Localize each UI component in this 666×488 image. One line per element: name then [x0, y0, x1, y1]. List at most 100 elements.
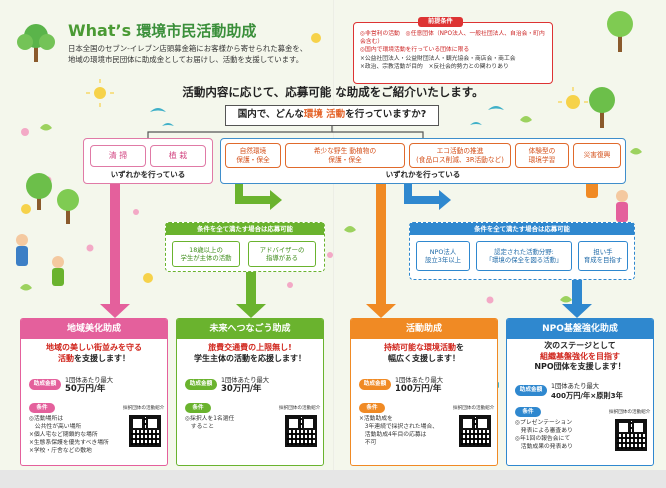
- lead-tail: を支援します！: [74, 353, 130, 363]
- panel-lead: 次のステージとして 組織基盤強化を目指す NPO団体を支援します！: [513, 341, 647, 373]
- conditions-label: 条件: [185, 403, 211, 413]
- lead-tail: を応援します！: [250, 353, 306, 363]
- amount-text: 1団体あたり最大 30万円/年: [221, 376, 269, 394]
- panel-title: 地域美化助成: [21, 319, 167, 339]
- condition-box-students: 条件を全て満たす場合は応募可能 18歳以上の 学生が主体の活動 アドバイザーの …: [165, 222, 325, 272]
- page-title: What’s 環境市民活動助成: [68, 20, 256, 41]
- title-en: What’s: [68, 21, 132, 40]
- amount-line-1: 1団体あたり最大: [551, 383, 600, 390]
- category-wildlife-protection: 希少な野生 動植物の 保護・保全: [285, 143, 405, 168]
- category-cleaning: 清 掃: [90, 145, 146, 167]
- condition-line: 活動成果の発表あり: [515, 444, 573, 450]
- amount-label: 助成金額: [29, 379, 61, 390]
- panel-lead: 旅費交通費の上限無し! 学生主体の活動を応援します！: [183, 343, 317, 364]
- condition-npo-3years: NPO法人 設立3年以上: [416, 241, 470, 271]
- conditions-label: 条件: [29, 403, 55, 413]
- panel-lead: 持続可能な環境活動を 幅広く支援します！: [357, 343, 491, 364]
- qr-code[interactable]: [285, 415, 317, 447]
- question-accent: 環境 活動: [303, 109, 346, 120]
- condition-line: すること: [185, 424, 214, 430]
- panel-lead: 地域の美しい街並みを守る 活動を支援します！: [27, 343, 161, 364]
- category-experiential-learning: 体験型の 環境学習: [515, 143, 569, 168]
- lead-highlight: 旅費交通費の上限無し!: [208, 343, 292, 352]
- condition-leader-training: 担い手 育成を目指す: [578, 241, 628, 271]
- amount-label: 助成金額: [359, 379, 391, 390]
- qr-code[interactable]: [459, 415, 491, 447]
- lead-highlight-2: 学生主体の活動: [194, 353, 250, 363]
- condition-line: 3年連続で採択された場合、: [359, 424, 439, 430]
- qr-label: 採択団体の活動紹介: [279, 406, 321, 411]
- right-group-label: いずれかを行っている: [385, 170, 461, 179]
- panel-npo-capacity: NPO基盤強化助成 次のステージとして 組織基盤強化を目指す NPO団体を支援し…: [506, 318, 654, 466]
- amount-line-1: 1団体あたり最大: [65, 377, 114, 384]
- condition-line: ◎採択人を1名選任: [185, 416, 235, 422]
- lead-tail: NPO団体を支援します！: [534, 362, 626, 371]
- condition-line: ◎年1回の報告会にて: [515, 436, 571, 442]
- condition-title-students: 条件を全て満たす場合は応募可能: [166, 223, 324, 235]
- condition-line: 活動助成4年目の応募は: [359, 432, 427, 438]
- conditions-text: ◎活動場所は 公共性が高い場所 ×個人宅など閉鎖的な場所 ×生態系保護を優先すべ…: [29, 415, 115, 455]
- amount-text: 1団体あたり最大 400万円/年×原則3年: [551, 382, 623, 400]
- qr-code[interactable]: [615, 419, 647, 451]
- condition-title-npo: 条件を全て満たす場合は応募可能: [410, 223, 634, 235]
- condition-student-activity: 18歳以上の 学生が主体の活動: [172, 241, 240, 267]
- amount-label: 助成金額: [185, 379, 217, 390]
- header-description: 日本全国のセブン-イレブン店頭募金箱にお客様から寄せられた募金を、 地域の環境市…: [68, 43, 348, 65]
- header: What’s 環境市民活動助成 日本全国のセブン-イレブン店頭募金箱にお客様から…: [0, 0, 666, 82]
- bottom-band: [0, 470, 666, 488]
- panel-title: 未来へつなごう助成: [177, 319, 323, 339]
- tagline: 活動内容に応じて、応募可能 な助成をご紹介いたします。: [182, 85, 484, 99]
- page-fold: [333, 0, 335, 488]
- prereq-line-4: ×政治、宗教活動が目的 ×反社会的勢力との関わりあり: [360, 63, 509, 70]
- conditions-text: ×活動助成を 3年連続で採択された場合、 活動助成4年目の応募は 不可: [359, 415, 445, 447]
- amount-text: 1団体あたり最大 50万円/年: [65, 376, 113, 394]
- category-disaster-recovery: 災害復興: [573, 143, 621, 168]
- category-nature-conservation: 自然環境 保護・保全: [225, 143, 281, 168]
- amount-line-1: 1団体あたり最大: [395, 377, 444, 384]
- prerequisite-title: 前提条件: [418, 17, 463, 28]
- panel-future-connect: 未来へつなごう助成 旅費交通費の上限無し! 学生主体の活動を応援します！ 助成金…: [176, 318, 324, 466]
- amount-value: 50万円/年: [65, 384, 106, 394]
- amount-label: 助成金額: [515, 385, 547, 396]
- question-pre: 国内で、どんな: [237, 109, 304, 120]
- desc-line-2: 地域の環境市民団体に助成金としてお届けし、活動を支援しています。: [68, 55, 304, 64]
- qr-label: 採択団体の活動紹介: [609, 410, 651, 415]
- lead-highlight: 地域の美しい街並みを守る: [46, 343, 142, 352]
- lead-tail: 幅広く支援します！: [388, 353, 460, 363]
- panel-title: NPO基盤強化助成: [507, 319, 653, 339]
- qr-label: 採択団体の活動紹介: [453, 406, 495, 411]
- prereq-line-1: ◎非営利の活動 ◎任意団体（NPO法人、一般社団法人、自治会・町内会含む）: [360, 31, 545, 46]
- panel-title: 活動助成: [351, 319, 497, 339]
- conditions-label: 条件: [515, 407, 541, 417]
- right-category-group: 自然環境 保護・保全 希少な野生 動植物の 保護・保全 エコ活動の推進 (食品ロ…: [220, 138, 626, 184]
- condition-line: ×学校・庁舎などの敷地: [29, 448, 92, 454]
- category-eco-activities: エコ活動の推進 (食品ロス削減、3R活動など): [409, 143, 511, 168]
- category-planting: 植 栽: [150, 145, 206, 167]
- condition-box-npo: 条件を全て満たす場合は応募可能 NPO法人 設立3年以上 認定された活動分野: …: [409, 222, 635, 280]
- condition-line: ×個人宅など閉鎖的な場所: [29, 432, 98, 438]
- amount-value: 400万円/年×原則3年: [551, 391, 623, 400]
- question-box: 国内で、どんな環境 活動を行っていますか?: [225, 105, 439, 126]
- lead-line-1: 次のステージとして: [544, 341, 616, 350]
- prerequisite-box: 前提条件 ◎非営利の活動 ◎任意団体（NPO法人、一般社団法人、自治会・町内会含…: [353, 17, 553, 84]
- left-category-group: 清 掃 植 栽 いずれかを行っている: [83, 138, 213, 184]
- conditions-text: ◎プレゼンテーション 発表による審査あり ◎年1回の報告会にて 活動成果の発表あ…: [515, 419, 601, 451]
- condition-certified-field: 認定された活動分野: 「環境の保全を図る活動」: [476, 241, 572, 271]
- condition-line: ×生態系保護を優先すべき場所: [29, 440, 109, 446]
- tree-logo-icon: [17, 24, 55, 62]
- amount-value: 30万円/年: [221, 384, 262, 394]
- condition-line: 発表による審査あり: [515, 428, 573, 434]
- condition-line: 公共性が高い場所: [29, 424, 82, 430]
- question-post: を行っていますか?: [345, 109, 427, 120]
- panel-community-beautification: 地域美化助成 地域の美しい街並みを守る 活動を支援します！ 助成金額 1団体あた…: [20, 318, 168, 466]
- conditions-label: 条件: [359, 403, 385, 413]
- condition-line: ◎活動場所は: [29, 416, 64, 422]
- condition-line: ×活動助成を: [359, 416, 393, 422]
- qr-code[interactable]: [129, 415, 161, 447]
- amount-text: 1団体あたり最大 100万円/年: [395, 376, 443, 394]
- lead-highlight: 持続可能な環境活動: [384, 343, 456, 352]
- desc-line-1: 日本全国のセブン-イレブン店頭募金箱にお客様から寄せられた募金を、: [68, 44, 308, 53]
- condition-line: 不可: [359, 440, 377, 446]
